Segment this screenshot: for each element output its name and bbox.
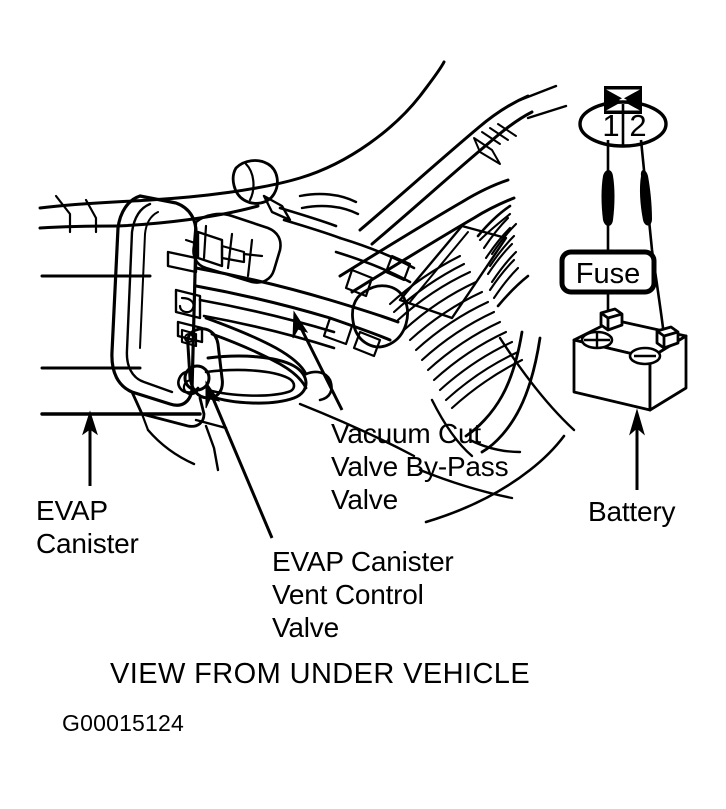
wire-pin1-to-fuse (601, 140, 615, 255)
wire-pin2-to-battery (639, 139, 666, 337)
vehicle-underbody-artwork (38, 60, 576, 524)
callout-label-evap-canister: EVAP Canister (36, 495, 139, 559)
figure-id: G00015124 (62, 710, 185, 736)
arrow-evap-canister (82, 410, 98, 486)
fuse-box: Fuse (559, 249, 657, 295)
callout-label-vacuum-cut-valve-bypass-valve: Vacuum Cut Valve By-Pass Valve (331, 418, 509, 515)
connector-pin-1-number: 1 (602, 108, 619, 143)
callout-arrows (82, 310, 645, 539)
battery-symbol (572, 307, 688, 412)
callout-label-evap-canister-vent-control-valve: EVAP Canister Vent Control Valve (272, 546, 454, 643)
connector-pin-2-number: 2 (629, 108, 646, 143)
arrow-battery (629, 408, 645, 490)
callout-label-battery: Battery (588, 496, 676, 527)
electrical-schematic: 1 2 Fuse (559, 86, 688, 412)
arrow-vacuum-cut-valve-bypass-valve (292, 310, 344, 411)
fuse-label: Fuse (576, 258, 640, 290)
figure-caption: VIEW FROM UNDER VEHICLE (110, 658, 531, 690)
arrow-evap-canister-vent-control-valve (205, 380, 274, 539)
connector-terminal-block (604, 86, 642, 114)
